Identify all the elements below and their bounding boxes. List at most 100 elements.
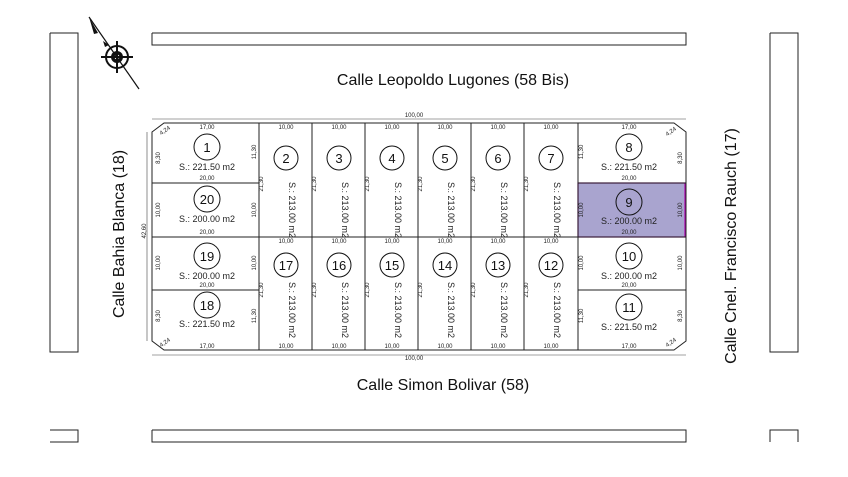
- dim-lot-d-5: 10,00: [252, 202, 258, 218]
- dim-narrow-top-5: 10,00: [543, 125, 559, 131]
- dim-lot-d-4: 11,30: [252, 144, 258, 159]
- lot-19-number: 19: [200, 249, 214, 264]
- lot-5-circle: [432, 145, 458, 171]
- lot-6-number: 6: [494, 151, 501, 166]
- lot-9-number: 9: [625, 195, 632, 210]
- lot-3-number: 3: [335, 151, 342, 166]
- dim-lot-d-3: 8,30: [156, 310, 162, 322]
- dim-narrow-top-0: 10,00: [278, 125, 294, 131]
- dimension-lines: [146, 118, 686, 356]
- dim-lot-d-12: 8,30: [678, 152, 684, 164]
- dim-narrow-depth-top-1: 21,30: [312, 176, 318, 192]
- lot-6-circle: [485, 145, 511, 171]
- lot-6-area: S.: 213.00 m2: [499, 182, 509, 238]
- street-bottom-label: Calle Simon Bolivar (58): [357, 377, 530, 394]
- dimension-labels: 100,00 100,00 42,60 4,24 4,24 4,24 4,24 …: [142, 113, 684, 362]
- lot-15-area: S.: 213.00 m2: [393, 282, 403, 338]
- dim-total-bottom: 100,00: [405, 356, 424, 362]
- lot-14-area: S.: 213.00 m2: [446, 282, 456, 338]
- lot-9-highlight: [577, 182, 686, 238]
- lot-9-circle: [615, 188, 643, 216]
- dim-narrow-top-3: 10,00: [437, 125, 453, 131]
- lot-8-number: 8: [625, 140, 632, 155]
- dim-narrow-depth-bot-0: 21,30: [259, 282, 265, 298]
- lot-10-number: 10: [622, 249, 636, 264]
- lot-15-number: 15: [385, 258, 399, 273]
- lot-13-area: S.: 213.00 m2: [499, 282, 509, 338]
- lot-17-area: S.: 213.00 m2: [287, 282, 297, 338]
- lot-1-area: S.: 221.50 m2: [179, 162, 235, 172]
- lot-12-number: 12: [544, 258, 558, 273]
- dim-narrow-bottom-1: 10,00: [331, 344, 347, 350]
- block-outline: [151, 122, 687, 351]
- dim-lot-d-14: 10,00: [678, 255, 684, 271]
- lot-10-area: S.: 200.00 m2: [601, 271, 657, 281]
- lot-20-area: S.: 200.00 m2: [179, 214, 235, 224]
- street-right-label: Calle Cnel. Francisco Rauch (17): [723, 128, 740, 364]
- dim-narrow-midtop-2: 10,00: [384, 239, 400, 245]
- lot-13-number: 13: [491, 258, 505, 273]
- lot-11-number: 11: [622, 300, 636, 315]
- lot-4-number: 4: [388, 151, 395, 166]
- dim-lot-d-0: 8,30: [156, 152, 162, 164]
- dim-chamfer-br: 4,24: [665, 337, 679, 349]
- dim-narrow-midtop-4: 10,00: [490, 239, 506, 245]
- lot-4-circle: [379, 145, 405, 171]
- dim-narrow-midtop-3: 10,00: [437, 239, 453, 245]
- lot-16-area: S.: 213.00 m2: [340, 282, 350, 338]
- dim-lot-d-11: 11,30: [579, 308, 585, 323]
- dim-lot-d-8: 11,30: [579, 144, 585, 159]
- lot-11-circle: [615, 293, 643, 321]
- dim-narrow-bottom-3: 10,00: [437, 344, 453, 350]
- dim-lot-w-8: 20,00: [621, 283, 637, 289]
- lot-16-circle: [326, 252, 352, 278]
- lots-layer: 1S.: 221.50 m2 8S.: 221.50 m2 9S.: 200.00 …: [179, 133, 657, 338]
- lot-20-number: 20: [200, 192, 214, 207]
- compass-rose-icon: [88, 16, 140, 90]
- lot-18-area: S.: 221.50 m2: [179, 319, 235, 329]
- lot-3-circle: [326, 145, 352, 171]
- lot-19-circle: [193, 242, 221, 270]
- dim-lot-d-1: 10,00: [156, 202, 162, 218]
- dim-narrow-bottom-4: 10,00: [490, 344, 506, 350]
- dim-narrow-midtop-0: 10,00: [278, 239, 294, 245]
- lot-20-circle: [193, 185, 221, 213]
- dim-narrow-top-2: 10,00: [384, 125, 400, 131]
- lot-18-number: 18: [200, 298, 214, 313]
- dim-lot-w-3: 20,00: [199, 283, 215, 289]
- lot-17-number: 17: [279, 258, 293, 273]
- dim-narrow-depth-bot-5: 21,30: [524, 282, 530, 298]
- lot-5-number: 5: [441, 151, 448, 166]
- street-blocks: [49, 32, 799, 443]
- dim-narrow-bottom-0: 10,00: [278, 344, 294, 350]
- lot-11-area: S.: 221.50 m2: [601, 322, 657, 332]
- dim-lot-w-4: 17,00: [199, 344, 215, 350]
- dim-lot-d-15: 8,30: [678, 310, 684, 322]
- dim-narrow-midtop-1: 10,00: [331, 239, 347, 245]
- dim-lot-d-6: 10,00: [252, 255, 258, 271]
- dim-narrow-top-1: 10,00: [331, 125, 347, 131]
- dim-chamfer-bl: 4,24: [159, 337, 173, 349]
- lot-15-circle: [379, 252, 405, 278]
- dim-narrow-depth-top-5: 21,30: [524, 176, 530, 192]
- dim-narrow-depth-top-2: 21,30: [365, 176, 371, 192]
- dim-lot-w-5: 17,00: [621, 125, 637, 131]
- street-left-label: Calle Bahia Blanca (18): [111, 150, 128, 318]
- dim-narrow-bottom-5: 10,00: [543, 344, 559, 350]
- lot-12-area: S.: 213.00 m2: [552, 282, 562, 338]
- dim-lot-d-2: 10,00: [156, 255, 162, 271]
- lot-8-area: S.: 221.50 m2: [601, 162, 657, 172]
- lot-8-circle: [615, 133, 643, 161]
- lot-1-number: 1: [203, 140, 210, 155]
- lot-19-area: S.: 200.00 m2: [179, 271, 235, 281]
- dim-narrow-depth-bot-4: 21,30: [471, 282, 477, 298]
- dim-chamfer-tr: 4,24: [665, 126, 679, 138]
- lot-5-area: S.: 213.00 m2: [446, 182, 456, 238]
- dim-lot-d-7: 11,30: [252, 308, 258, 323]
- dim-lot-w-2: 20,00: [199, 230, 215, 236]
- dim-total-top: 100,00: [405, 113, 424, 119]
- lot-7-circle: [538, 145, 564, 171]
- lot-12-circle: [538, 252, 564, 278]
- dim-narrow-depth-bot-2: 21,30: [365, 282, 371, 298]
